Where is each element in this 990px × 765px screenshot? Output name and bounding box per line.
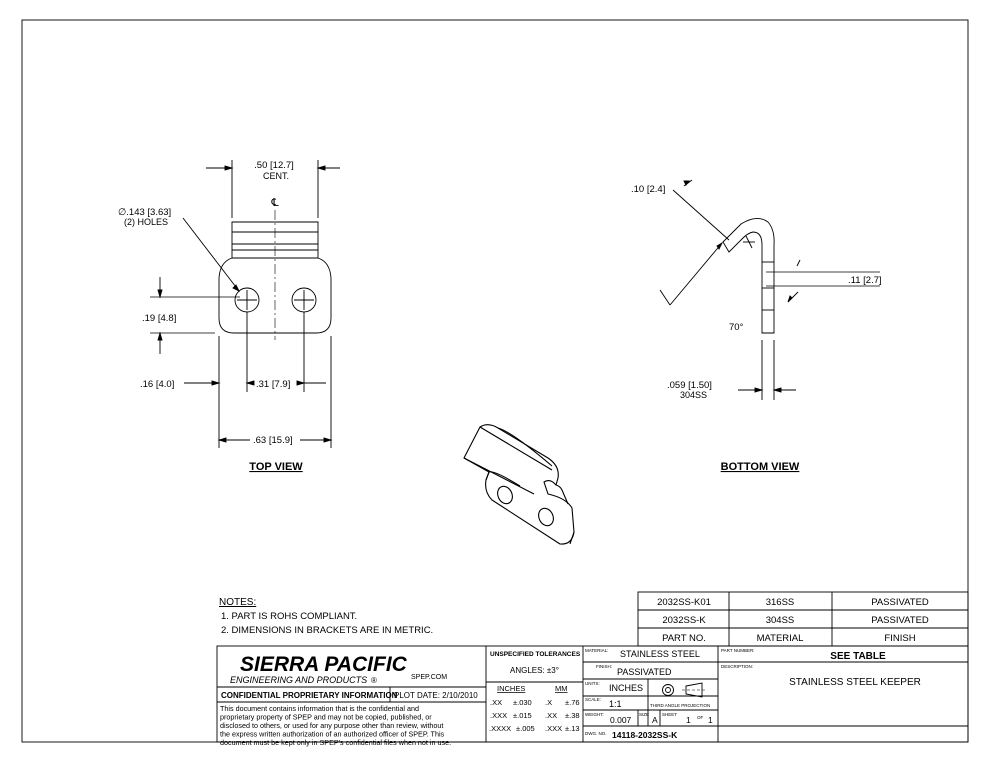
angles-tolerance: ANGLES: ±3°: [510, 666, 559, 675]
finish-label: FINISH:: [596, 664, 612, 669]
tol-row-1-d: ±.76: [565, 698, 580, 707]
finish-value: PASSIVATED: [617, 667, 672, 677]
tolerances-title: UNSPECIFIED TOLERANCES: [490, 651, 581, 658]
table-row-1-partno: 2032SS-K01: [657, 597, 711, 608]
table-header-material: MATERIAL: [757, 633, 804, 644]
dim-edge: .16 [4.0]: [140, 379, 174, 390]
dim-hole-height: .19 [4.8]: [142, 313, 176, 324]
tol-row-1-b: ±.030: [513, 698, 532, 707]
table-row-2-partno: 2032SS-K: [662, 615, 706, 626]
top-view-title: TOP VIEW: [249, 461, 303, 473]
scale-label: SCALE:: [585, 697, 601, 702]
tol-row-2-b: ±.015: [513, 711, 532, 720]
dwg-label: DWG. NO.: [585, 731, 607, 736]
tol-row-1-a: .XX: [490, 698, 502, 707]
plot-date: PLOT DATE: 2/10/2010: [394, 691, 478, 700]
dim-radius: .10 [2.4]: [631, 184, 665, 195]
tol-row-2-a: .XXX: [490, 711, 507, 720]
note-2: 2. DIMENSIONS IN BRACKETS ARE IN METRIC.: [221, 625, 433, 636]
note-1: 1. PART IS ROHS COMPLIANT.: [221, 611, 357, 622]
company-subtitle: ENGINEERING AND PRODUCTS: [230, 675, 367, 685]
dim-centers-top: .50 [12.7]: [254, 160, 294, 171]
tol-row-3-a: .XXXX: [489, 724, 511, 733]
notes: NOTES: 1. PART IS ROHS COMPLIANT. 2. DIM…: [219, 597, 433, 636]
partno-value: SEE TABLE: [830, 651, 886, 662]
centerline-symbol: ℄: [270, 197, 278, 209]
bottom-view-profile: [722, 218, 775, 334]
company-website: SPEP.COM: [411, 674, 447, 681]
title-block-text: SIERRA PACIFIC ENGINEERING AND PRODUCTS …: [220, 648, 921, 747]
dim-thickness: .059 [1.50]: [667, 380, 712, 391]
bottom-view-title: BOTTOM VIEW: [721, 461, 800, 473]
size-value: A: [652, 715, 658, 725]
dim-thickness-note: 304SS: [680, 390, 707, 400]
size-label: SIZE: [639, 712, 649, 717]
scale-value: 1:1: [609, 699, 622, 709]
tol-row-1-c: .X: [545, 698, 552, 707]
confidential-line-5: document must be kept only in SPEP's con…: [220, 738, 451, 747]
description-label: DESCRIPTION:: [721, 664, 753, 669]
sheet-total: 1: [708, 715, 713, 725]
sheet-label: SHEET: [662, 712, 677, 717]
parts-table-text: 2032SS-K01 316SS PASSIVATED 2032SS-K 304…: [657, 597, 929, 644]
partno-label: PART NUMBER:: [721, 648, 755, 653]
table-row-2-material: 304SS: [766, 615, 795, 626]
notes-heading: NOTES:: [219, 597, 256, 608]
dim-overall: .63 [15.9]: [253, 435, 293, 446]
top-view-labels: .50 [12.7] CENT. ℄ ∅.143 [3.63] (2) HOLE…: [118, 160, 303, 473]
tol-row-3-b: ±.005: [516, 724, 535, 733]
confidential-line-1: This document contains information that …: [220, 704, 419, 713]
top-view-outline: [218, 221, 332, 334]
table-header-partno: PART NO.: [662, 633, 706, 644]
confidential-line-2: proprietary property of SPEP and may not…: [220, 713, 432, 722]
company-name: SIERRA PACIFIC: [240, 653, 408, 676]
material-label: MATERIAL:: [585, 648, 608, 653]
tol-row-3-d: ±.13: [565, 724, 580, 733]
table-row-1-finish: PASSIVATED: [871, 597, 929, 608]
bend-angle: 70°: [729, 322, 744, 333]
title-block-lines: [216, 645, 969, 743]
inches-heading: INCHES: [497, 684, 525, 693]
confidential-title: CONFIDENTIAL PROPRIETARY INFORMATION: [221, 691, 398, 700]
units-value: INCHES: [609, 683, 643, 693]
table-header-finish: FINISH: [884, 633, 915, 644]
weight-value: 0.007: [610, 715, 632, 725]
bottom-view: [659, 179, 880, 400]
registered-mark: ®: [371, 676, 377, 685]
dim-centers: .31 [7.9]: [256, 379, 290, 390]
table-row-1-material: 316SS: [766, 597, 795, 608]
hole-diameter-label: ∅.143 [3.63]: [118, 207, 171, 218]
table-row-2-finish: PASSIVATED: [871, 615, 929, 626]
dim-centers-top-note: CENT.: [263, 171, 289, 181]
tol-row-2-c: .XX: [545, 711, 557, 720]
bottom-view-labels: .10 [2.4] .11 [2.7] 70° .059 [1.50] 304S…: [631, 184, 882, 473]
confidential-line-3: disclosed to others, or used for any pur…: [220, 721, 443, 730]
tol-row-3-c: .XXX: [545, 724, 562, 733]
of-label: OF: [697, 715, 704, 720]
isometric-view: [463, 424, 575, 545]
sheet-value: 1: [686, 715, 691, 725]
hole-count-label: (2) HOLES: [124, 217, 168, 227]
dim-offset: .11 [2.7]: [848, 275, 882, 286]
top-view: [150, 160, 340, 448]
weight-label: WEIGHT:: [585, 712, 604, 717]
material-value: STAINLESS STEEL: [620, 649, 700, 659]
mm-heading: MM: [555, 684, 568, 693]
tol-row-2-d: ±.38: [565, 711, 580, 720]
projection-label: THIRD ANGLE PROJECTION: [650, 703, 710, 708]
confidential-line-4: the express written authorization of an …: [220, 730, 445, 739]
description-value: STAINLESS STEEL KEEPER: [789, 677, 921, 688]
units-label: UNITS:: [585, 681, 600, 686]
dwg-number: 14118-2032SS-K: [612, 730, 678, 740]
